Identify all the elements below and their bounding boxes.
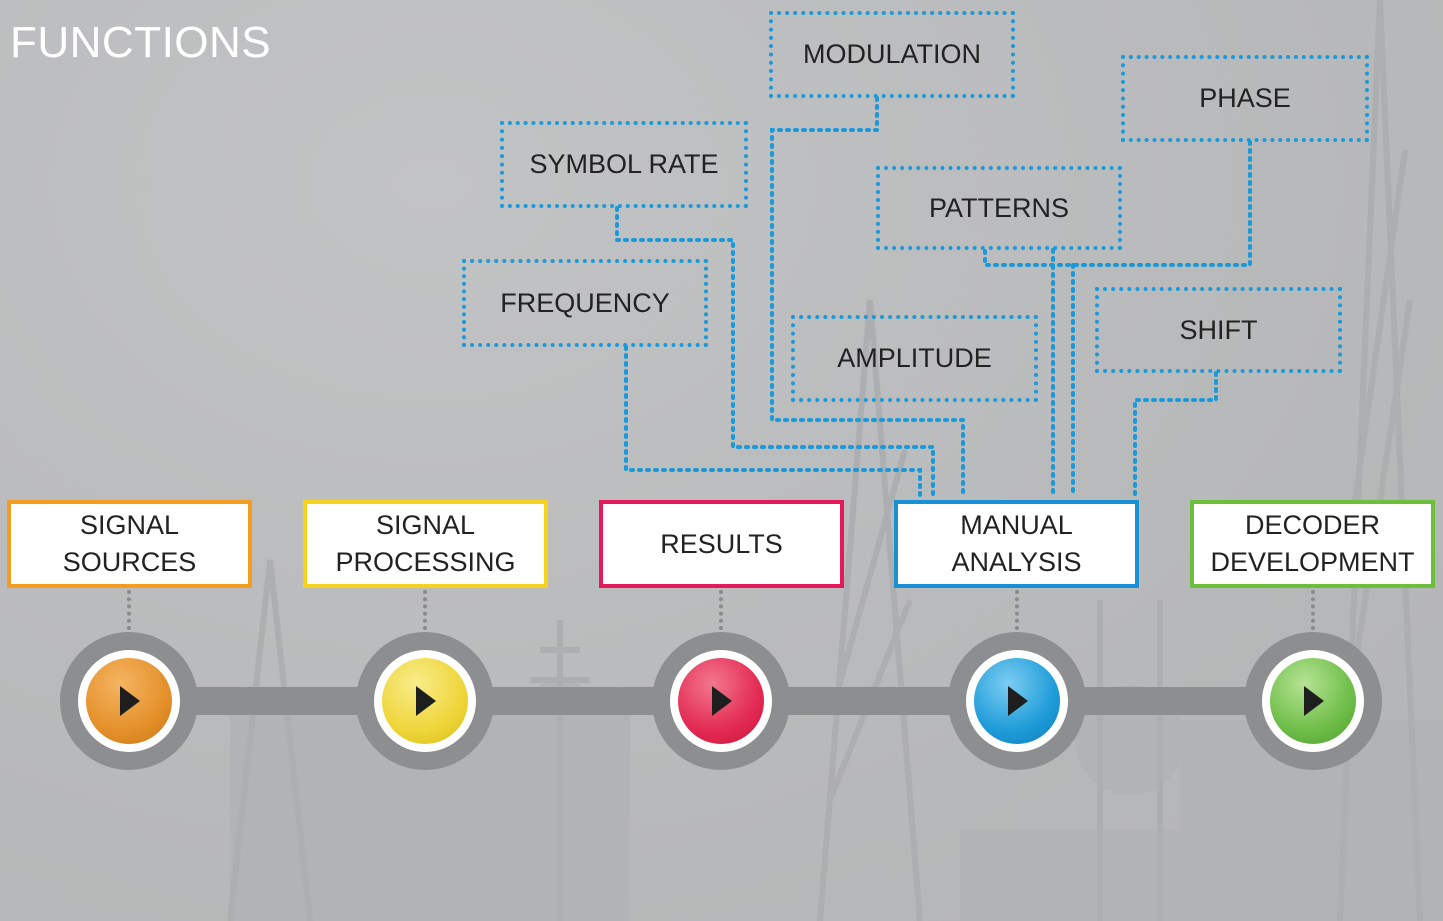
play-icon [416, 686, 436, 716]
feature-phase: PHASE [1121, 55, 1369, 142]
play-button-signal-sources[interactable] [86, 658, 172, 744]
stage-connector [1311, 590, 1315, 630]
feature-amplitude: AMPLITUDE [791, 315, 1038, 402]
stage-signal-processing[interactable]: SIGNAL PROCESSING [303, 500, 548, 588]
stage-connector [1015, 590, 1019, 630]
feature-label: SYMBOL RATE [529, 149, 719, 179]
feature-label: PHASE [1199, 83, 1291, 113]
stage-connector [719, 590, 723, 630]
page-title: FUNCTIONS [10, 18, 272, 67]
connector-modulation [770, 96, 965, 497]
feature-shift: SHIFT [1095, 287, 1342, 373]
play-icon [712, 686, 732, 716]
connector-symbol-rate [615, 206, 935, 497]
connector-frequency [624, 345, 922, 497]
stage-connector [423, 590, 427, 630]
connector-shift [1133, 371, 1218, 497]
stage-label-line2: DEVELOPMENT [1210, 547, 1415, 577]
stage-label-line2: ANALYSIS [951, 547, 1082, 577]
stage-signal-sources[interactable]: SIGNAL SOURCES [7, 500, 252, 588]
play-button-decoder-development[interactable] [1270, 658, 1356, 744]
stage-label-line1: SIGNAL [79, 510, 180, 540]
stage-label-line1: MANUAL [960, 510, 1073, 540]
play-icon [120, 686, 140, 716]
feature-modulation: MODULATION [769, 11, 1015, 98]
feature-frequency: FREQUENCY [462, 259, 708, 347]
stage-results[interactable]: RESULTS [599, 500, 844, 588]
feature-label: MODULATION [802, 39, 981, 69]
play-button-signal-processing[interactable] [382, 658, 468, 744]
stage-node-signal-processing[interactable] [356, 632, 494, 770]
stage-node-manual-analysis[interactable] [948, 632, 1086, 770]
feature-symbol-rate: SYMBOL RATE [500, 121, 748, 208]
feature-label: FREQUENCY [500, 287, 670, 318]
stage-label-line1: RESULTS [660, 528, 783, 559]
play-button-results[interactable] [678, 658, 764, 744]
connector-phase [983, 140, 1252, 267]
feature-label: SHIFT [1179, 314, 1258, 345]
feature-patterns: PATTERNS [876, 166, 1122, 250]
stage-node-signal-sources[interactable] [60, 632, 198, 770]
stage-node-decoder-development[interactable] [1244, 632, 1382, 770]
play-button-manual-analysis[interactable] [974, 658, 1060, 744]
stage-connector [127, 590, 131, 630]
stage-label-line2: SOURCES [62, 547, 197, 577]
play-icon [1008, 686, 1028, 716]
feature-label: AMPLITUDE [837, 343, 992, 373]
stage-decoder-development[interactable]: DECODER DEVELOPMENT [1190, 500, 1435, 588]
stage-label-line1: DECODER [1244, 510, 1380, 540]
stage-node-results[interactable] [652, 632, 790, 770]
stage-label-line2: PROCESSING [335, 547, 516, 577]
feature-label: PATTERNS [928, 192, 1069, 223]
stage-label-line1: SIGNAL [375, 510, 476, 540]
play-icon [1304, 686, 1324, 716]
stage-manual-analysis[interactable]: MANUAL ANALYSIS [894, 500, 1139, 588]
